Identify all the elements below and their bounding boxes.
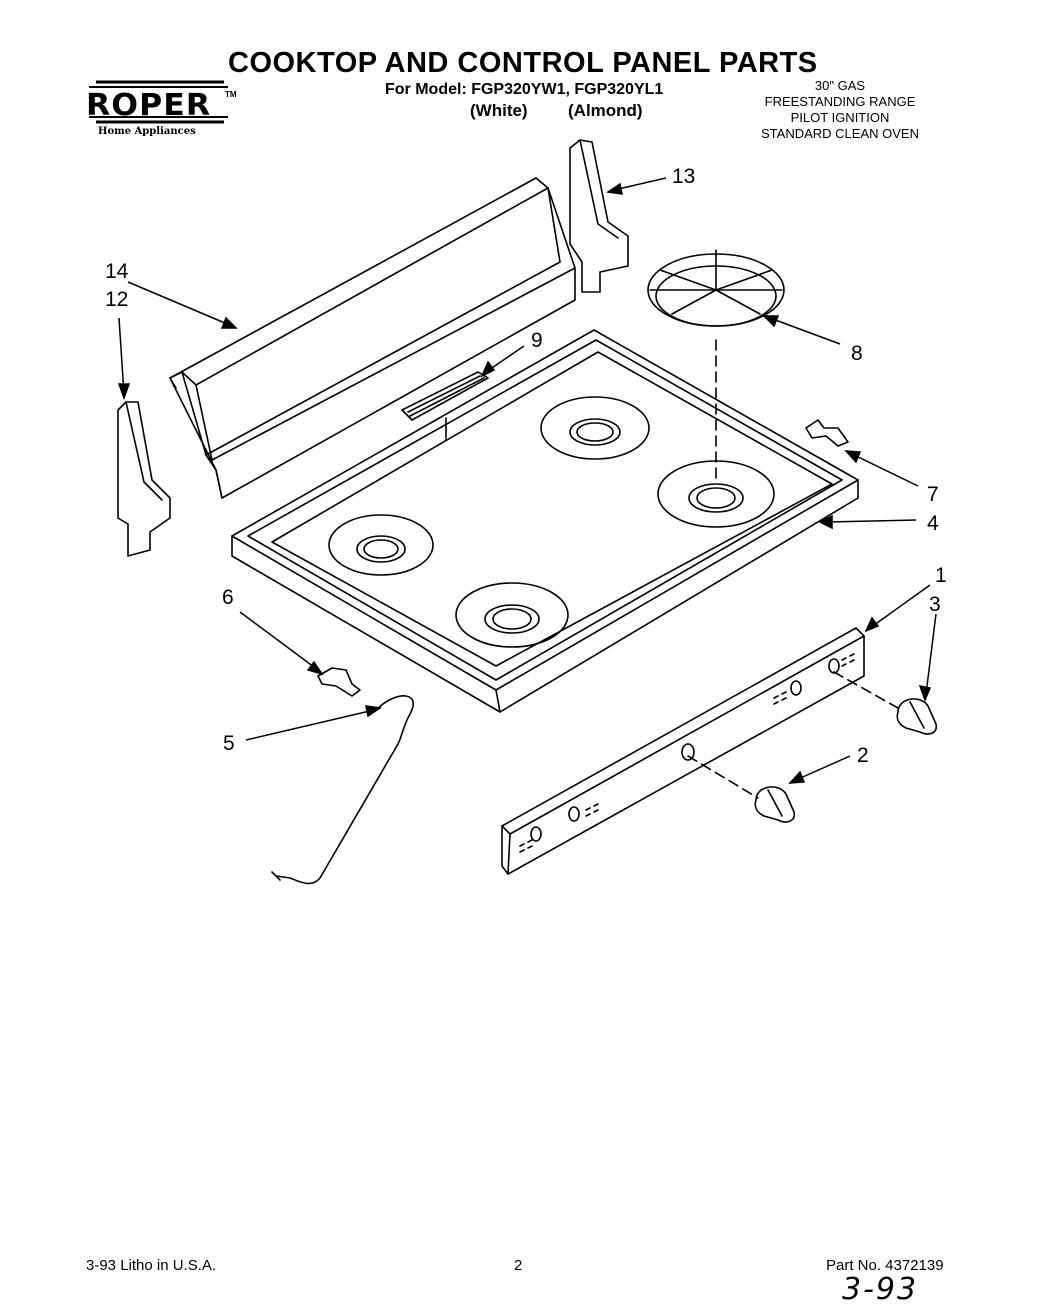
callout-2: 2 bbox=[857, 744, 869, 767]
grate-part bbox=[647, 249, 785, 479]
spec-line-3: PILOT IGNITION bbox=[790, 110, 890, 125]
brand-name: ROPER bbox=[86, 88, 212, 123]
bracket-part-6 bbox=[317, 667, 361, 697]
knob-part-3 bbox=[896, 698, 938, 735]
vent-part bbox=[401, 371, 489, 441]
variant-white: (White) bbox=[470, 101, 528, 120]
left-side-trim-part bbox=[117, 401, 171, 557]
knob-part-2 bbox=[754, 786, 796, 823]
callout-4: 4 bbox=[927, 512, 939, 535]
litho-note: 3-93 Litho in U.S.A. bbox=[86, 1257, 217, 1274]
right-side-trim-part bbox=[569, 139, 629, 293]
variant-almond: (Almond) bbox=[568, 101, 643, 120]
brand-trademark: TM bbox=[225, 90, 237, 99]
callout-5: 5 bbox=[223, 732, 235, 755]
callout-13: 13 bbox=[672, 165, 695, 188]
page-title: COOKTOP AND CONTROL PANEL PARTS bbox=[228, 47, 818, 79]
cooktop-part bbox=[231, 329, 859, 713]
callout-3: 3 bbox=[929, 593, 941, 616]
spec-line-2: FREESTANDING RANGE bbox=[764, 94, 916, 109]
part-number: Part No. 4372139 bbox=[826, 1257, 944, 1274]
callout-7: 7 bbox=[927, 483, 939, 506]
burner-rear-left bbox=[328, 514, 434, 576]
callout-12: 12 bbox=[105, 288, 128, 311]
burner-rear-right bbox=[540, 396, 650, 460]
spec-line-4: STANDARD CLEAN OVEN bbox=[761, 126, 919, 141]
brand-subtitle: Home Appliances bbox=[98, 126, 196, 137]
control-panel-part bbox=[501, 627, 865, 875]
clip-part-7 bbox=[805, 419, 849, 447]
model-line: For Model: FGP320YW1, FGP320YL1 bbox=[385, 81, 664, 98]
spec-block: 30" GAS FREESTANDING RANGE PILOT IGNITIO… bbox=[730, 78, 950, 142]
callout-9: 9 bbox=[531, 329, 543, 352]
pilot-tube-part bbox=[271, 695, 414, 885]
callout-1: 1 bbox=[935, 564, 947, 587]
roper-logo bbox=[86, 79, 236, 141]
callout-6: 6 bbox=[222, 586, 234, 609]
page-number: 2 bbox=[514, 1257, 523, 1274]
handwritten-date: 3-93 bbox=[842, 1272, 919, 1307]
burner-front-left bbox=[455, 582, 569, 648]
callout-14: 14 bbox=[105, 260, 129, 283]
callout-8: 8 bbox=[851, 342, 863, 365]
spec-line-1: 30" GAS bbox=[814, 78, 866, 93]
backguard-part bbox=[169, 177, 576, 499]
